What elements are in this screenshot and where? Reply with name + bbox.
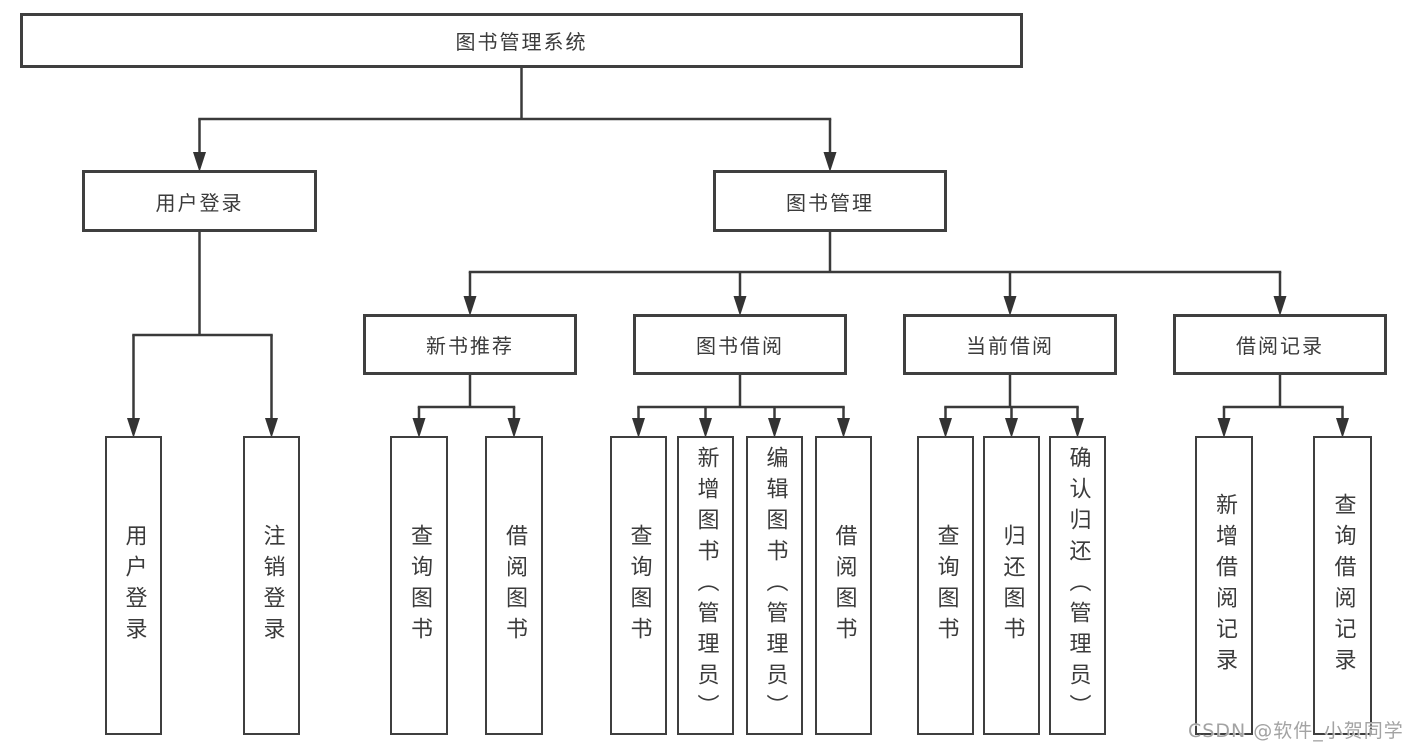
node-user-login: 用户登录 bbox=[105, 436, 162, 735]
node-book-borrowing: 图书借阅 bbox=[633, 314, 847, 375]
node-root: 图书管理系统 bbox=[20, 13, 1023, 68]
node-label: 查询借阅记录 bbox=[1330, 492, 1356, 679]
node-label: 用户登录 bbox=[155, 190, 244, 215]
node-borrowing-records: 借阅记录 bbox=[1173, 314, 1387, 375]
node-user-login: 用户登录 bbox=[82, 170, 317, 232]
node-label: 查询图书 bbox=[933, 523, 959, 648]
node-recommend-query-books: 查询图书 bbox=[390, 436, 448, 735]
node-borrow-borrow-books: 借阅图书 bbox=[815, 436, 872, 735]
node-label: 借阅记录 bbox=[1236, 334, 1324, 358]
node-current-query-books: 查询图书 bbox=[917, 436, 974, 735]
node-borrow-query-books: 查询图书 bbox=[610, 436, 667, 735]
node-logout: 注销登录 bbox=[243, 436, 300, 735]
node-label: 查询图书 bbox=[626, 523, 652, 648]
node-current-return-books: 归还图书 bbox=[983, 436, 1040, 735]
node-recommend-borrow-books: 借阅图书 bbox=[485, 436, 543, 735]
node-borrow-add-books: 新增图书（管理员） bbox=[677, 436, 734, 735]
node-label: 归还图书 bbox=[999, 523, 1025, 648]
node-label: 图书管理 bbox=[786, 190, 874, 215]
node-label: 新增借阅记录 bbox=[1212, 492, 1237, 679]
node-book-management: 图书管理 bbox=[713, 170, 947, 232]
node-borrow-edit-books: 编辑图书（管理员） bbox=[746, 436, 803, 735]
node-label: 用户登录 bbox=[121, 523, 147, 648]
node-label: 图书管理系统 bbox=[455, 30, 588, 54]
node-label: 新增图书（管理员） bbox=[693, 446, 719, 725]
node-label: 图书借阅 bbox=[696, 334, 784, 358]
node-current-borrowing: 当前借阅 bbox=[903, 314, 1117, 375]
node-current-confirm-return: 确认归还（管理员） bbox=[1049, 436, 1106, 735]
node-label: 新书推荐 bbox=[426, 334, 514, 358]
watermark: CSDN @软件_小贺同学 bbox=[1188, 720, 1404, 742]
node-label: 注销登录 bbox=[259, 523, 285, 648]
node-label: 编辑图书（管理员） bbox=[762, 446, 788, 725]
node-label: 借阅图书 bbox=[831, 523, 857, 648]
node-label: 当前借阅 bbox=[966, 334, 1054, 358]
node-label: 确认归还（管理员） bbox=[1065, 446, 1091, 725]
node-label: 借阅图书 bbox=[502, 523, 527, 648]
node-label: 查询图书 bbox=[407, 523, 432, 648]
node-records-add-record: 新增借阅记录 bbox=[1195, 436, 1253, 735]
node-records-query-record: 查询借阅记录 bbox=[1313, 436, 1372, 735]
node-new-book-recommend: 新书推荐 bbox=[363, 314, 577, 375]
